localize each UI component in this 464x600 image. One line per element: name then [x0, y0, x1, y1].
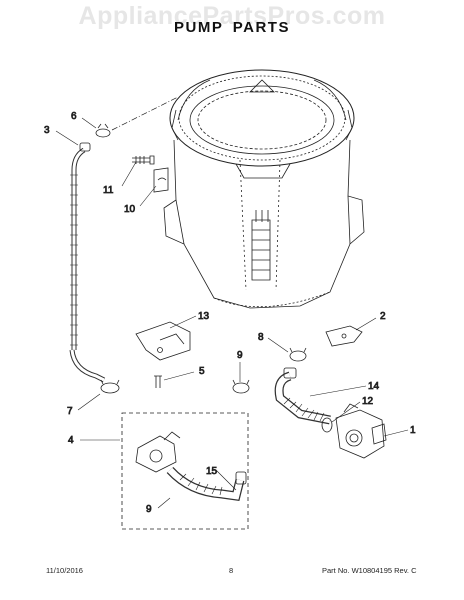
callout-12: 12 [362, 396, 374, 407]
callout-9-lower: 9 [146, 504, 152, 515]
watermark: AppliancePartsPros.com [78, 2, 386, 30]
footer-part-number: Part No. W10804195 Rev. C [322, 566, 417, 575]
mounting-screw [154, 375, 162, 388]
callout-8: 8 [258, 332, 264, 343]
clamp-lower [232, 379, 250, 394]
clamp-left [100, 379, 120, 394]
callout-13: 13 [198, 311, 210, 322]
leader-line [111, 96, 179, 131]
page-title: PUMP PARTS [174, 19, 290, 36]
clamp-pump [321, 417, 333, 433]
callout-15: 15 [206, 466, 218, 477]
fill-hose [69, 142, 106, 383]
drain-hose [274, 367, 331, 425]
callout-2: 2 [380, 311, 386, 322]
callout-6: 6 [71, 111, 77, 122]
clamp-upper [289, 347, 307, 362]
callout-1: 1 [410, 425, 416, 436]
callout-leaders [55, 117, 409, 509]
tub-assembly [163, 69, 365, 309]
pump-shield [135, 321, 191, 361]
footer-date: 11/10/2016 [46, 566, 83, 575]
callout-11: 11 [103, 185, 114, 196]
callout-4: 4 [68, 435, 74, 446]
drain-pump [335, 403, 387, 459]
tub-bracket [153, 167, 169, 193]
hose-clamp [95, 123, 111, 138]
pump-assembly-box [121, 412, 249, 530]
callout-3: 3 [44, 125, 50, 136]
callout-14: 14 [368, 381, 380, 392]
pump-assembly-hose [135, 431, 247, 502]
bracket-part [325, 325, 363, 347]
screw [132, 155, 155, 165]
callout-10: 10 [124, 204, 136, 215]
footer-page-number: 8 [229, 566, 234, 575]
callout-7: 7 [67, 406, 73, 417]
callout-9-upper: 9 [237, 350, 243, 361]
callout-5: 5 [199, 366, 205, 377]
